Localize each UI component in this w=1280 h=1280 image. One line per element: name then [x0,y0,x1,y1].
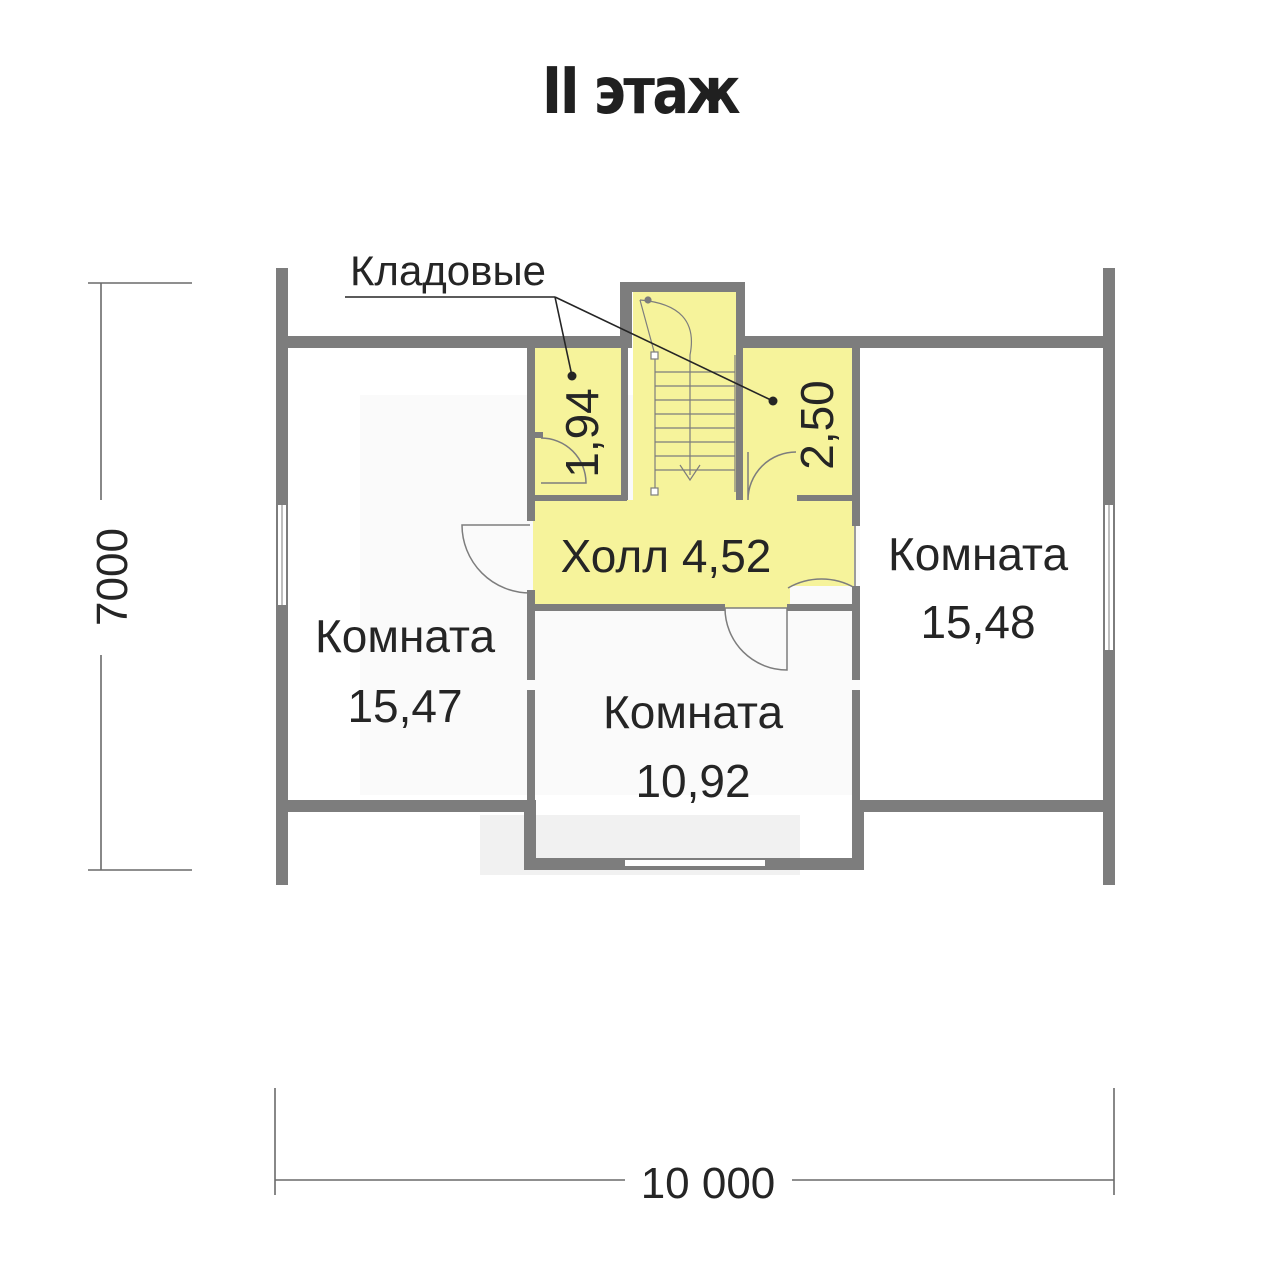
wall-bay-right [852,800,864,870]
door-bottom-room [724,607,788,671]
wall-inner-right [852,348,860,526]
hall-area: 4,52 [682,530,772,582]
hall-fill [533,500,854,608]
wall-hall-bottom-1 [533,604,725,611]
window-bottom [625,860,765,866]
storage-1-leader-dot [567,371,577,381]
room-right-area: 15,48 [920,596,1035,648]
dimension-lines [88,282,1115,1195]
wall-bottom-right [860,800,1103,812]
storage-label: Кладовые [350,247,546,294]
wall-inner-right-3 [852,690,860,802]
wall-bay-left [524,800,536,870]
wall-inner-left [527,348,535,521]
walls [276,268,1115,885]
door-storage-1 [540,437,587,484]
room-left-area: 15,47 [347,680,462,732]
stair-arrow-icon [679,464,701,482]
wall-inner-right-2 [852,586,860,680]
dimension-height: 7000 [88,528,137,626]
storage-2-leader-dot [768,396,778,406]
storage-1-fill [533,348,627,500]
wall-storage-2-bottom [797,495,854,501]
doors [461,437,856,671]
wall-bottom-left [288,800,528,812]
hall-name: Холл [561,530,669,582]
wall-storage-1-bottom [533,495,627,501]
room-right-name: Комната [888,528,1069,580]
door-left-room [461,524,531,594]
wall-hall-bottom-2 [787,604,857,611]
page-title: II этаж [541,55,741,129]
dimension-width: 10 000 [641,1159,776,1208]
stair-fill [633,290,736,500]
room-bottom-area: 10,92 [635,755,750,807]
wall-stair-top [620,282,745,292]
wall-inner-left-3 [527,690,535,802]
door-storage-2 [747,451,797,501]
door-right-room [787,525,856,590]
storage-2-area: 2,50 [791,380,843,470]
room-left-name: Комната [315,610,496,662]
storage-leaders [345,296,774,402]
wall-storage-2 [736,348,743,500]
wall-storage-1-stub [533,432,543,438]
stair-turn [639,299,692,475]
storage-1-area: 1,94 [556,388,608,478]
wall-stair-right [736,282,745,348]
wall-storage-1 [621,348,628,500]
wall-top-left [288,336,620,348]
wall-inner-left-2 [527,590,535,680]
room-bottom-name: Комната [603,686,784,738]
wall-top-right [745,336,1103,348]
staircase [639,296,736,496]
hall-label: Холл 4,52 [561,530,772,582]
